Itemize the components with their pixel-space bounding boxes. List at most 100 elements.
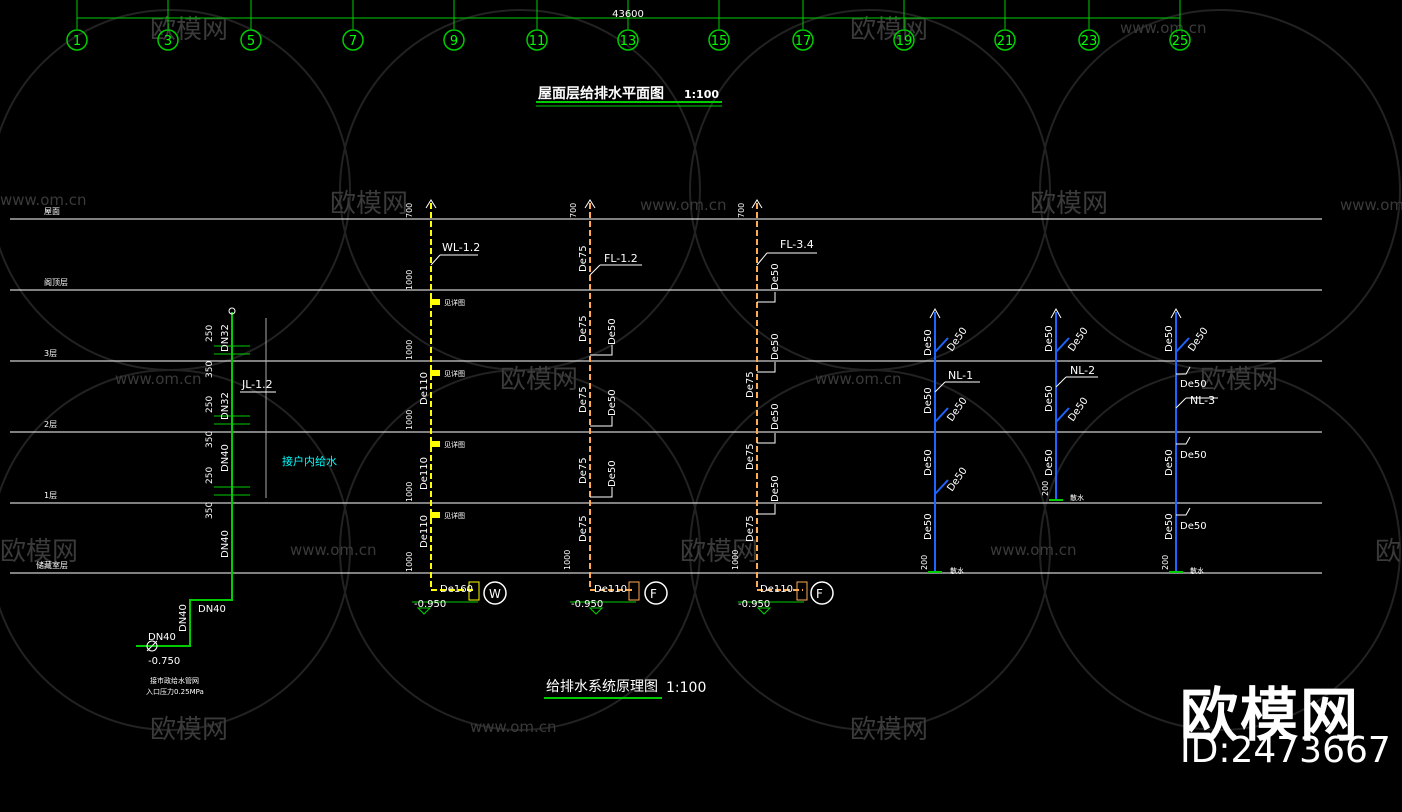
svg-text:2层: 2层 [44, 420, 57, 429]
riser-fl-3-sizes: De50 De75 De75 De75 De50 De50 De50 [745, 263, 781, 542]
svg-text:De50: De50 [1164, 513, 1175, 540]
svg-text:700: 700 [737, 203, 746, 218]
axis-label: 5 [247, 34, 255, 49]
svg-text:De75: De75 [578, 457, 589, 484]
riser-wl-elev: -0.950 [414, 599, 446, 610]
condensate-nl-2-note: 散水 [1070, 493, 1084, 502]
axis-bubble [994, 29, 1016, 51]
svg-text:De50: De50 [1044, 325, 1055, 352]
axis-bubble [708, 29, 730, 51]
axis-label: 9 [450, 34, 458, 49]
svg-text:欧模网: 欧模网 [500, 365, 578, 395]
riser-wl-symbol: W [489, 587, 501, 601]
svg-text:1000: 1000 [405, 270, 414, 290]
svg-text:De50: De50 [945, 466, 969, 494]
svg-text:De110: De110 [419, 372, 430, 405]
svg-text:欧模网: 欧模网 [150, 715, 228, 745]
svg-text:www.om.cn: www.om.cn [640, 196, 727, 214]
svg-text:DN40: DN40 [178, 604, 189, 632]
svg-text:De75: De75 [745, 371, 756, 398]
system-title: 给排水系统原理图 [546, 679, 658, 695]
svg-text:350: 350 [205, 361, 215, 378]
svg-text:欧模网: 欧模网 [850, 715, 928, 745]
svg-text:De50: De50 [607, 460, 618, 487]
svg-text:欧模网: 欧模网 [1030, 189, 1108, 219]
supply-branch-label: 接户内给水 [282, 454, 337, 468]
svg-text:DN40: DN40 [148, 632, 176, 643]
svg-text:欧模网: 欧模网 [850, 15, 928, 45]
svg-text:De75: De75 [578, 315, 589, 342]
svg-text:欧模网: 欧模网 [330, 189, 408, 219]
condensate-nl-3-sizes: De50 De50 De50 De50 De50 De50 De50 [1164, 325, 1211, 540]
svg-text:见详图: 见详图 [444, 369, 465, 378]
condensate-nl-1 [928, 307, 980, 573]
svg-text:700: 700 [405, 203, 414, 218]
axis-label: 3 [164, 34, 172, 49]
svg-text:De110: De110 [419, 457, 430, 490]
condensate-nl-3-note: 散水 [1190, 566, 1204, 575]
svg-text:350: 350 [205, 431, 215, 448]
svg-text:屋面: 屋面 [44, 207, 60, 216]
supply-riser [136, 307, 276, 652]
svg-text:De50: De50 [770, 263, 781, 290]
svg-text:De50: De50 [1180, 521, 1207, 532]
svg-text:700: 700 [569, 203, 578, 218]
svg-text:250: 250 [205, 467, 215, 484]
riser-wl-dims: 700 1000 1000 1000 1000 1000 [405, 203, 414, 572]
axis-bubble [443, 29, 465, 51]
svg-text:De50: De50 [1180, 450, 1207, 461]
axis-bubble [157, 29, 179, 51]
svg-text:www.om.cn: www.om.cn [290, 541, 377, 559]
riser-fl-3-elev: -0.950 [738, 599, 770, 610]
svg-text:De50: De50 [1044, 385, 1055, 412]
svg-text:欧模网: 欧模网 [680, 537, 758, 567]
svg-text:De75: De75 [745, 515, 756, 542]
svg-text:DN32: DN32 [220, 392, 231, 420]
svg-text:欧模网: 欧模网 [150, 15, 228, 45]
svg-text:www.om.cn: www.om.cn [470, 718, 557, 736]
axis-label: 15 [711, 34, 728, 49]
condensate-nl-1-label: NL-1 [948, 369, 973, 382]
svg-text:www.om.cn: www.om.cn [990, 541, 1077, 559]
svg-text:De50: De50 [1180, 379, 1207, 390]
svg-text:De50: De50 [945, 326, 969, 354]
svg-text:1000: 1000 [405, 482, 414, 502]
svg-text:1000: 1000 [405, 340, 414, 360]
svg-text:De50: De50 [923, 329, 934, 356]
axis-label: 19 [896, 34, 913, 49]
riser-fl-3-bottom: De110 [760, 584, 793, 595]
svg-text:见详图: 见详图 [444, 440, 465, 449]
svg-text:250: 250 [205, 325, 215, 342]
riser-fl-1-sizes: De75 De75 De75 De75 De75 De50 De50 De50 [578, 245, 618, 542]
riser-wl-bottom: De160 [440, 584, 473, 595]
svg-text:DN40: DN40 [220, 530, 231, 558]
watermark-brand: 欧模网 [1180, 681, 1361, 749]
riser-fl-3-label: FL-3.4 [780, 238, 814, 251]
svg-text:De50: De50 [770, 403, 781, 430]
axis-bubble [893, 29, 915, 51]
svg-text:阁顶层: 阁顶层 [44, 277, 68, 287]
riser-fl-1-bottom: De110 [594, 584, 627, 595]
svg-text:250: 250 [205, 396, 215, 413]
axis-label: 23 [1081, 34, 1098, 49]
svg-text:DN40: DN40 [198, 604, 226, 615]
axis-bubble [1169, 29, 1191, 51]
svg-text:欧模网: 欧模网 [1375, 537, 1402, 567]
axis-bubble [342, 29, 364, 51]
svg-text:欧模网: 欧模网 [1200, 365, 1278, 395]
svg-text:De75: De75 [578, 245, 589, 272]
supply-elev: -0.750 [148, 656, 180, 667]
floor-lines [10, 218, 1322, 574]
system-scale: 1:100 [666, 680, 706, 696]
svg-text:www.om.cn: www.om.cn [1120, 19, 1207, 37]
condensate-nl-2 [1049, 307, 1098, 501]
riser-fl-1 [570, 199, 668, 615]
svg-text:3层: 3层 [44, 349, 57, 358]
supply-note-1: 接市政给水管网 [150, 676, 199, 685]
condensate-nl-3-dim: 200 [1161, 555, 1170, 570]
supply-dims: 250 350 250 350 250 350 [205, 325, 215, 519]
svg-text:De50: De50 [1164, 449, 1175, 476]
condensate-nl-2-dim: 200 [1041, 481, 1050, 496]
